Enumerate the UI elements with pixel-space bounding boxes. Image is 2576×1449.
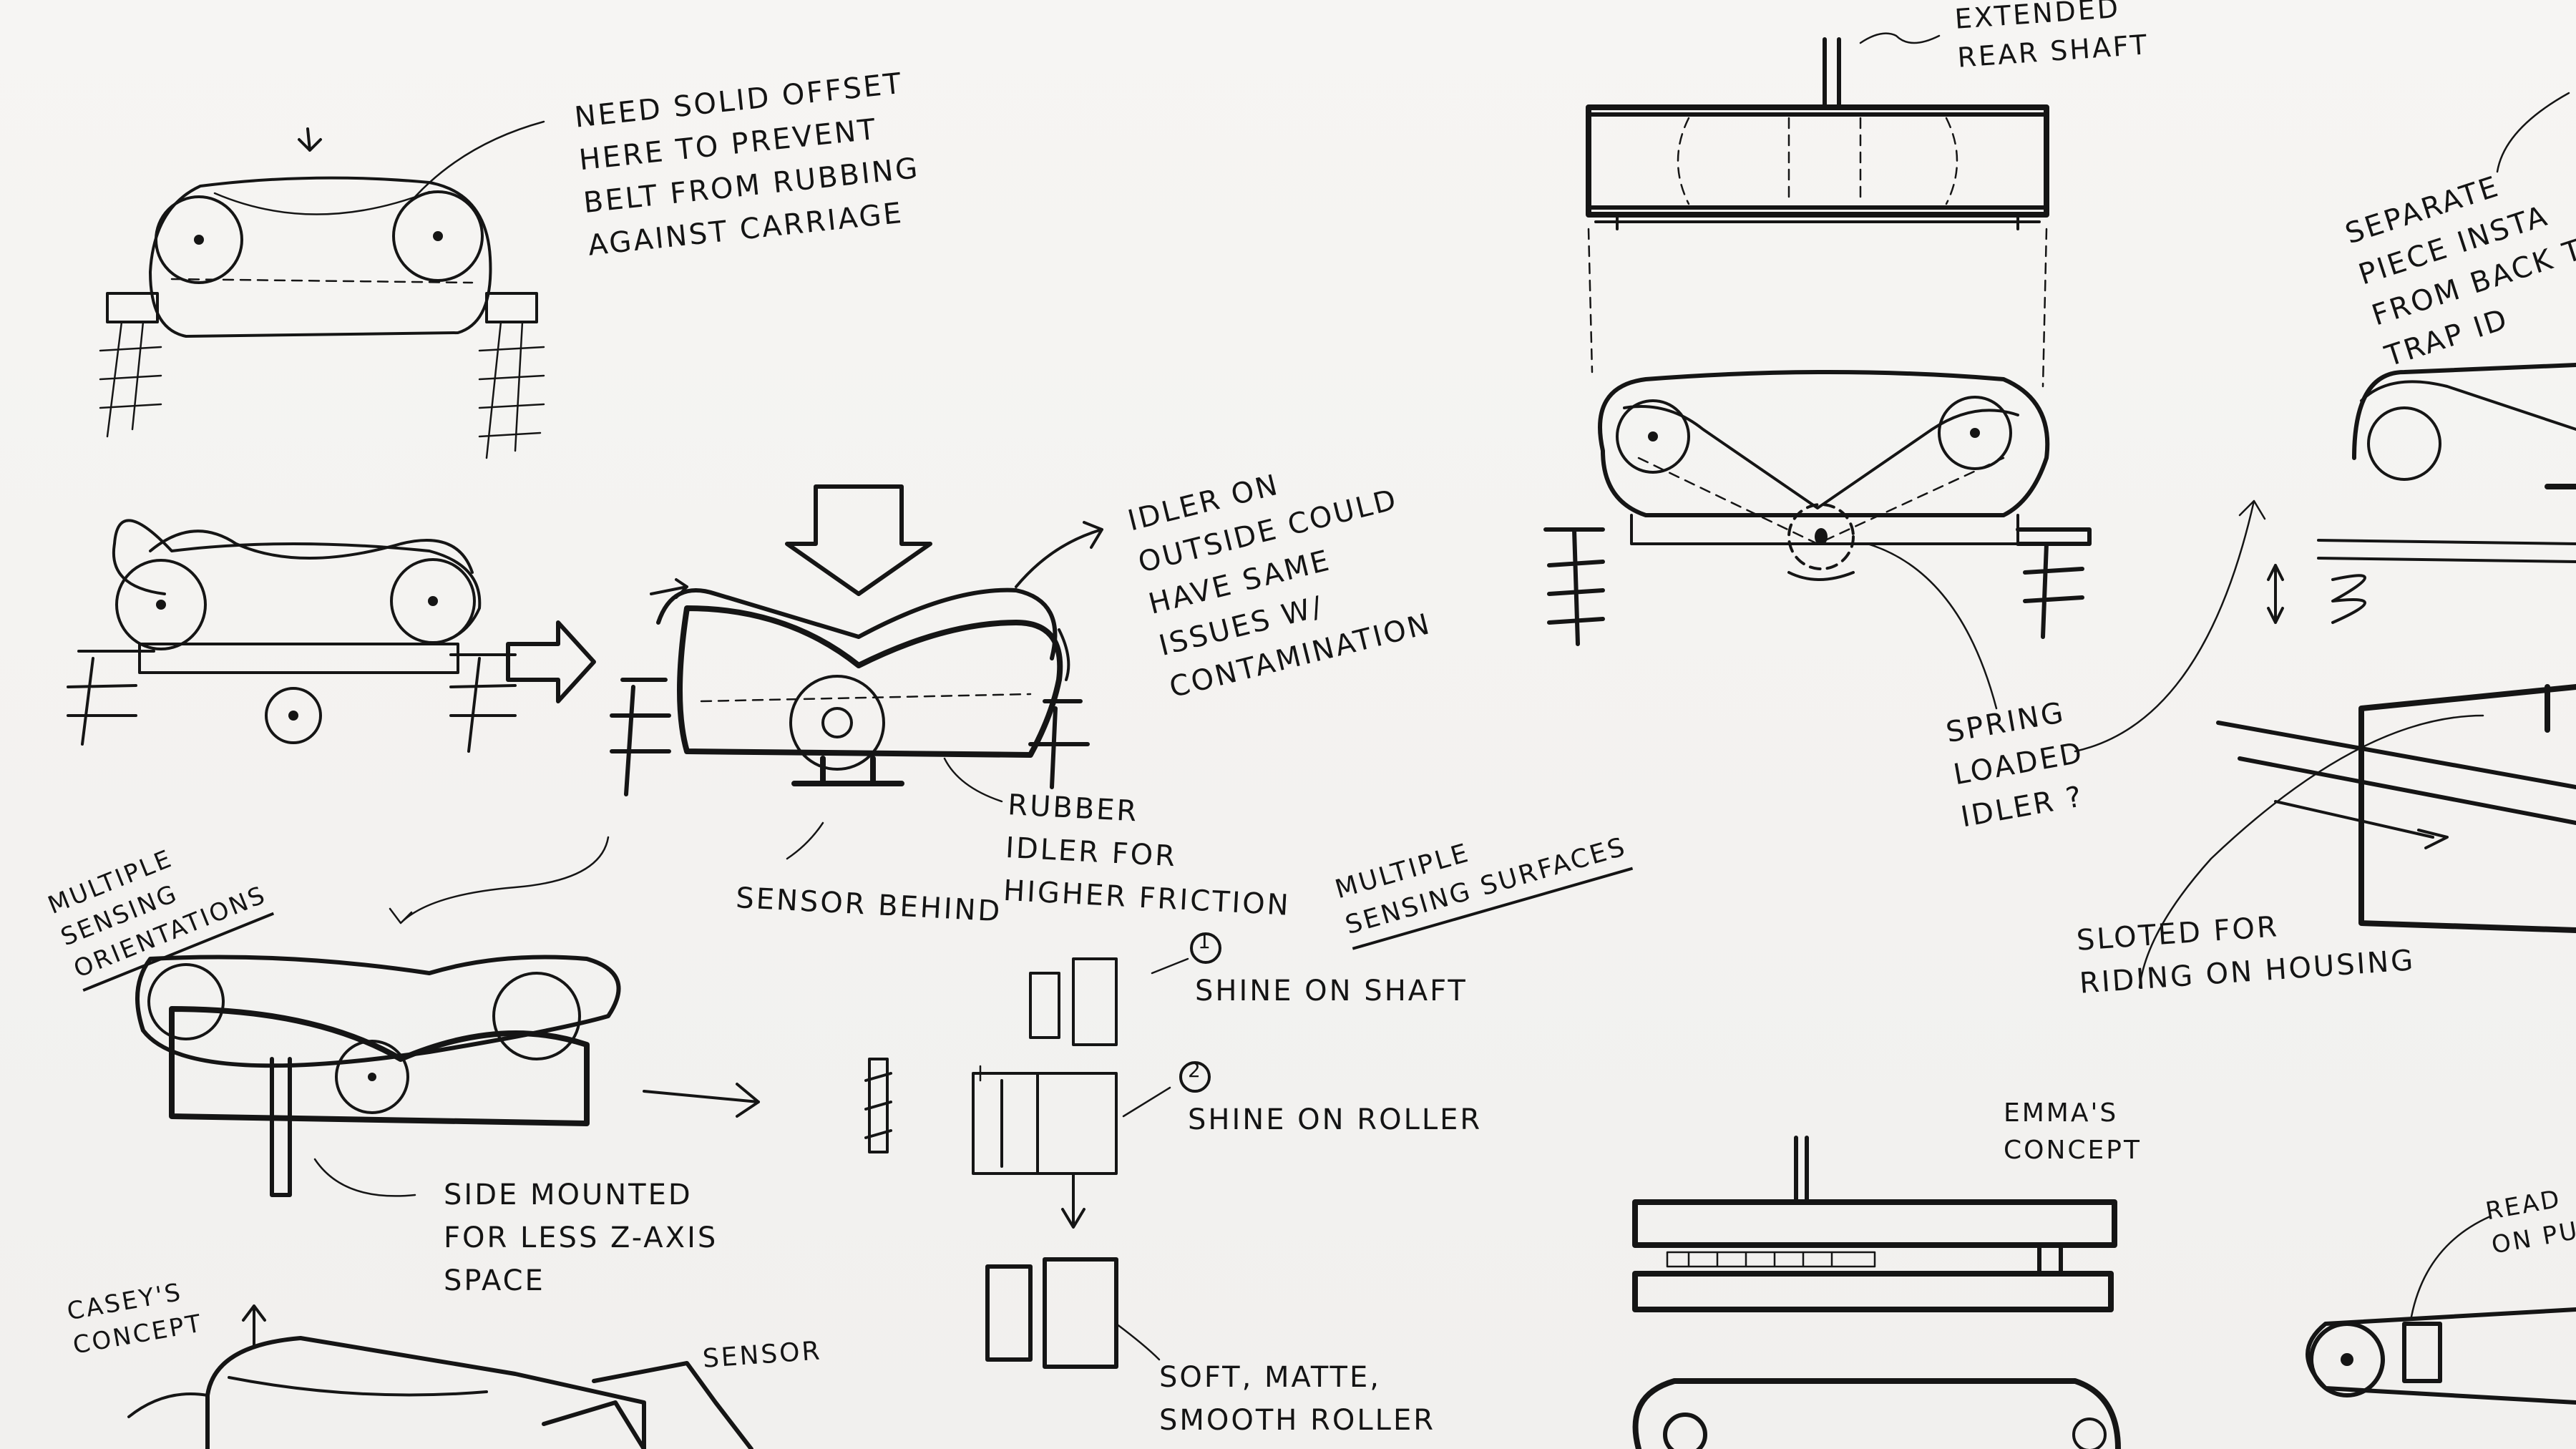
note-extended-shaft: EXTENDED REAR SHAFT bbox=[1953, 0, 2150, 77]
note-side-mounted: SIDE MOUNTED FOR LESS Z-AXIS SPACE bbox=[444, 1174, 718, 1302]
note-line: SHINE ON ROLLER bbox=[1188, 1103, 1483, 1136]
note-line: EMMA'S bbox=[2004, 1098, 2119, 1128]
emmas-concept-sketch bbox=[1632, 1136, 2121, 1449]
sensing-surfaces-sketch bbox=[864, 932, 1221, 1369]
note-line: SOFT, MATTE, bbox=[1159, 1361, 1381, 1394]
note-line: FOR LESS Z-AXIS bbox=[444, 1221, 718, 1254]
note-read-on: READ ON PU bbox=[2483, 1180, 2576, 1263]
note-soft-roller: SOFT, MATTE, SMOOTH ROLLER bbox=[1159, 1356, 1435, 1442]
central-carriage-sketch bbox=[610, 484, 1103, 860]
note-spring-idler: SPRING LOADED IDLER ? bbox=[1943, 689, 2094, 839]
note-line: SMOOTH ROLLER bbox=[1159, 1404, 1436, 1437]
note-line: 2 bbox=[1188, 1058, 1203, 1082]
note-line: CONCEPT bbox=[2004, 1136, 2142, 1165]
read-on-pulley-sketch bbox=[2306, 1215, 2576, 1405]
extended-rear-shaft-sketch bbox=[1586, 32, 2049, 388]
note-line: SENSOR bbox=[701, 1336, 823, 1374]
note-line: SIDE MOUNTED bbox=[444, 1179, 693, 1211]
note-emmas-concept: EMMA'S CONCEPT bbox=[2004, 1095, 2142, 1169]
spring-idler-carriage-sketch bbox=[1543, 370, 2266, 753]
belt-carriage-sketch-2 bbox=[67, 519, 596, 753]
note-shine-roller: SHINE ON ROLLER bbox=[1188, 1098, 1482, 1141]
belt-carriage-sketch-1 bbox=[99, 120, 545, 459]
note-solid-offset: NEED SOLID OFFSET HERE TO PREVENT BELT F… bbox=[572, 62, 926, 268]
note-line: SHINE ON SHAFT bbox=[1195, 975, 1468, 1008]
note-line: 1 bbox=[1198, 930, 1213, 953]
housing-slot-sketch bbox=[2138, 92, 2576, 989]
note-sensor: SENSOR bbox=[701, 1330, 824, 1380]
side-mounted-sensor-sketch bbox=[135, 836, 760, 1197]
caseys-concept-sketch bbox=[127, 1304, 753, 1449]
note-shine-shaft: SHINE ON SHAFT bbox=[1195, 970, 1468, 1013]
label-one: 1 bbox=[1198, 927, 1213, 956]
note-rubber-idler: RUBBER IDLER FOR HIGHER FRICTION bbox=[1002, 784, 1297, 927]
note-line: SPACE bbox=[444, 1264, 545, 1297]
label-two: 2 bbox=[1188, 1056, 1203, 1085]
